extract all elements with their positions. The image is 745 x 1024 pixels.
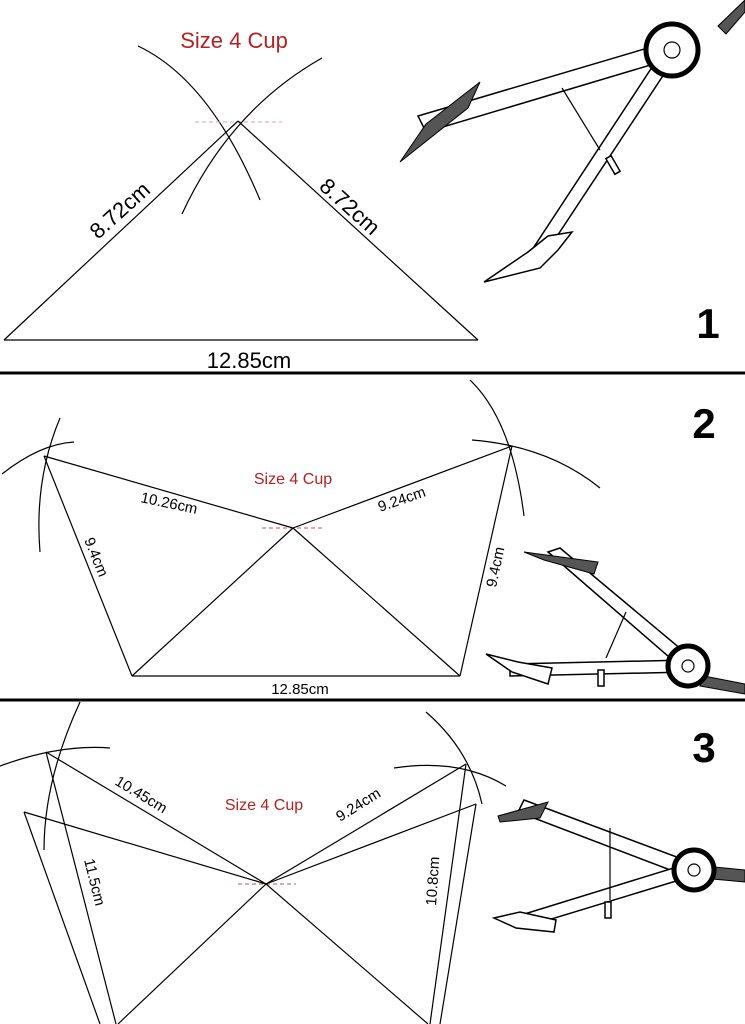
panel-1-right-side bbox=[237, 120, 479, 341]
panel-2-upper-right-label: 9.24cm bbox=[376, 484, 428, 516]
panel-1-title: Size 4 Cup bbox=[180, 28, 288, 53]
panel-2-right-side bbox=[459, 445, 513, 677]
panel-1-left-label: 8.72cm bbox=[85, 177, 155, 244]
panel-2-inner-right bbox=[292, 527, 461, 677]
panel-3-arc-3 bbox=[425, 711, 483, 805]
panel-1-number: 1 bbox=[696, 300, 719, 347]
panel-2-number: 2 bbox=[692, 400, 715, 447]
panel-2-upper-left bbox=[43, 455, 294, 529]
panel-3-right-outer bbox=[439, 803, 477, 1024]
panel-3-left-side bbox=[45, 751, 117, 1024]
compass-icon bbox=[491, 799, 745, 933]
compass-icon bbox=[399, 0, 745, 283]
panel-3-upper-right-label: 9.24cm bbox=[333, 785, 384, 825]
panel-1: Size 4 Cup 8.72cm 8.72cm 12.85cm 1 bbox=[3, 0, 745, 373]
panel-3-arc-2 bbox=[43, 701, 81, 851]
panel-1-left-side bbox=[3, 120, 239, 341]
panel-3: Size 4 Cup 10.45cm 9.24cm 11.5cm 10.8cm … bbox=[0, 701, 745, 1024]
panel-2-left-side bbox=[43, 455, 133, 677]
panel-2-upper-right bbox=[292, 445, 513, 529]
panel-2-title: Size 4 Cup bbox=[254, 471, 332, 488]
panel-2-arc-3 bbox=[469, 379, 525, 517]
panel-1-arc-left bbox=[137, 45, 261, 201]
panel-3-title: Size 4 Cup bbox=[225, 797, 303, 814]
panel-3-upper-left-label: 10.45cm bbox=[112, 773, 170, 817]
panel-3-right-side bbox=[429, 763, 467, 1024]
panel-3-left-outer bbox=[23, 811, 101, 1024]
panel-2-arc-2 bbox=[38, 417, 61, 553]
panel-2-upper-left-label: 10.26cm bbox=[139, 489, 199, 518]
panel-2-arc-1 bbox=[1, 441, 75, 475]
panel-1-base-label: 12.85cm bbox=[207, 348, 291, 373]
panel-3-lower-right-edge bbox=[265, 803, 477, 885]
panel-2-right-label: 9.4cm bbox=[483, 545, 508, 589]
panel-2-base-label: 12.85cm bbox=[271, 681, 329, 698]
panel-1-right-label: 8.72cm bbox=[315, 173, 385, 240]
panel-3-inner-left bbox=[117, 883, 267, 1024]
panel-3-right-label: 10.8cm bbox=[423, 856, 443, 906]
panel-3-lower-left-edge bbox=[23, 811, 267, 885]
panel-1-arc-right bbox=[181, 57, 323, 215]
compass-icon bbox=[485, 547, 745, 695]
panel-3-inner-right bbox=[265, 883, 429, 1024]
panel-3-arc-1 bbox=[0, 746, 111, 767]
panel-3-arc-4 bbox=[393, 764, 507, 787]
panel-2: Size 4 Cup 10.26cm 9.24cm 9.4cm 9.4cm 12… bbox=[1, 379, 745, 698]
panel-2-arc-4 bbox=[471, 439, 601, 489]
panel-3-upper-right bbox=[265, 763, 467, 885]
panel-2-inner-left bbox=[131, 527, 294, 677]
panel-3-number: 3 bbox=[692, 724, 715, 771]
panel-3-upper-left bbox=[45, 751, 267, 885]
